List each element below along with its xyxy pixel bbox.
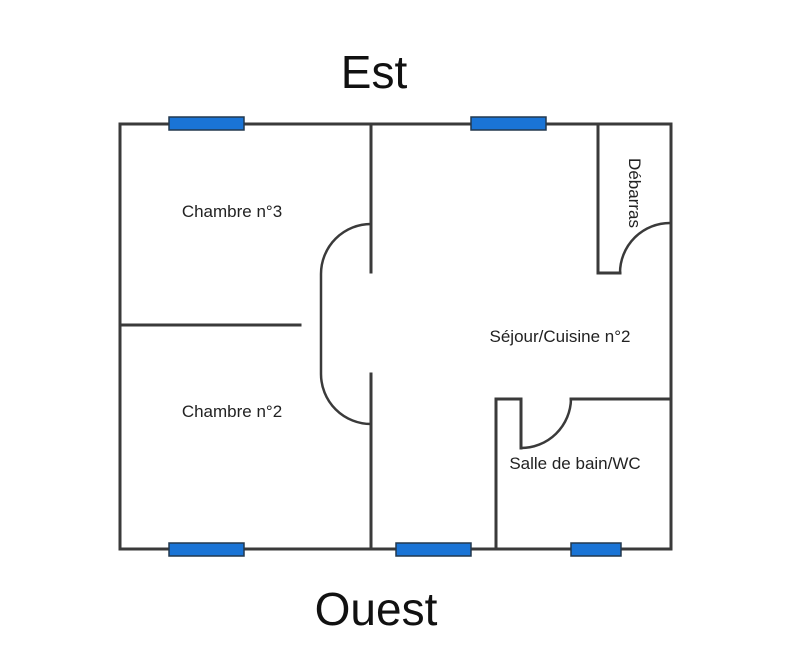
door-bedroom3	[319, 222, 372, 325]
window-bedroom3	[168, 116, 245, 131]
window-bathroom	[570, 542, 622, 557]
door-bathroom	[520, 398, 573, 450]
interior-walls	[118, 122, 673, 551]
doors	[319, 221, 671, 450]
room-label-sejour: Séjour/Cuisine n°2	[490, 327, 631, 346]
windows	[168, 116, 622, 557]
window-bedroom2	[168, 542, 245, 557]
room-label-debarras: Débarras	[625, 158, 644, 228]
door-debarras	[618, 221, 671, 274]
window-living-west	[395, 542, 472, 557]
orientation-east-label: Est	[341, 46, 408, 98]
wall-bathroom-left	[494, 397, 523, 551]
door-bedroom2	[319, 325, 372, 426]
room-label-chambre2: Chambre n°2	[182, 402, 282, 421]
window-living-east	[470, 116, 547, 131]
room-label-salle-de-bain: Salle de bain/WC	[509, 454, 640, 473]
orientation-west-label: Ouest	[315, 583, 438, 635]
wall-debarras	[596, 122, 622, 275]
room-label-chambre3: Chambre n°3	[182, 202, 282, 221]
